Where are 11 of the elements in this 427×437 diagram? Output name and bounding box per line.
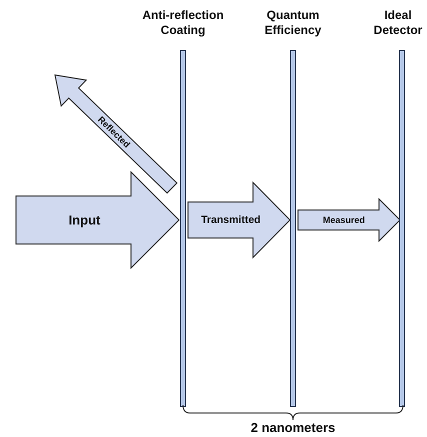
layer-heading: Quantum Efficiency <box>264 8 322 38</box>
edge-label: Transmitted <box>201 214 261 226</box>
block-arrow <box>298 198 401 242</box>
dimension-label: 2 nanometers <box>250 420 336 435</box>
edge-label: Measured <box>322 215 365 225</box>
layer-heading: Anti-reflection Coating <box>141 8 225 38</box>
layer-heading: Ideal Detector <box>372 8 424 38</box>
block-arrow <box>188 181 291 259</box>
block-arrow <box>54 74 178 194</box>
block-arrow <box>16 170 180 270</box>
edge-label: Input <box>68 212 100 228</box>
